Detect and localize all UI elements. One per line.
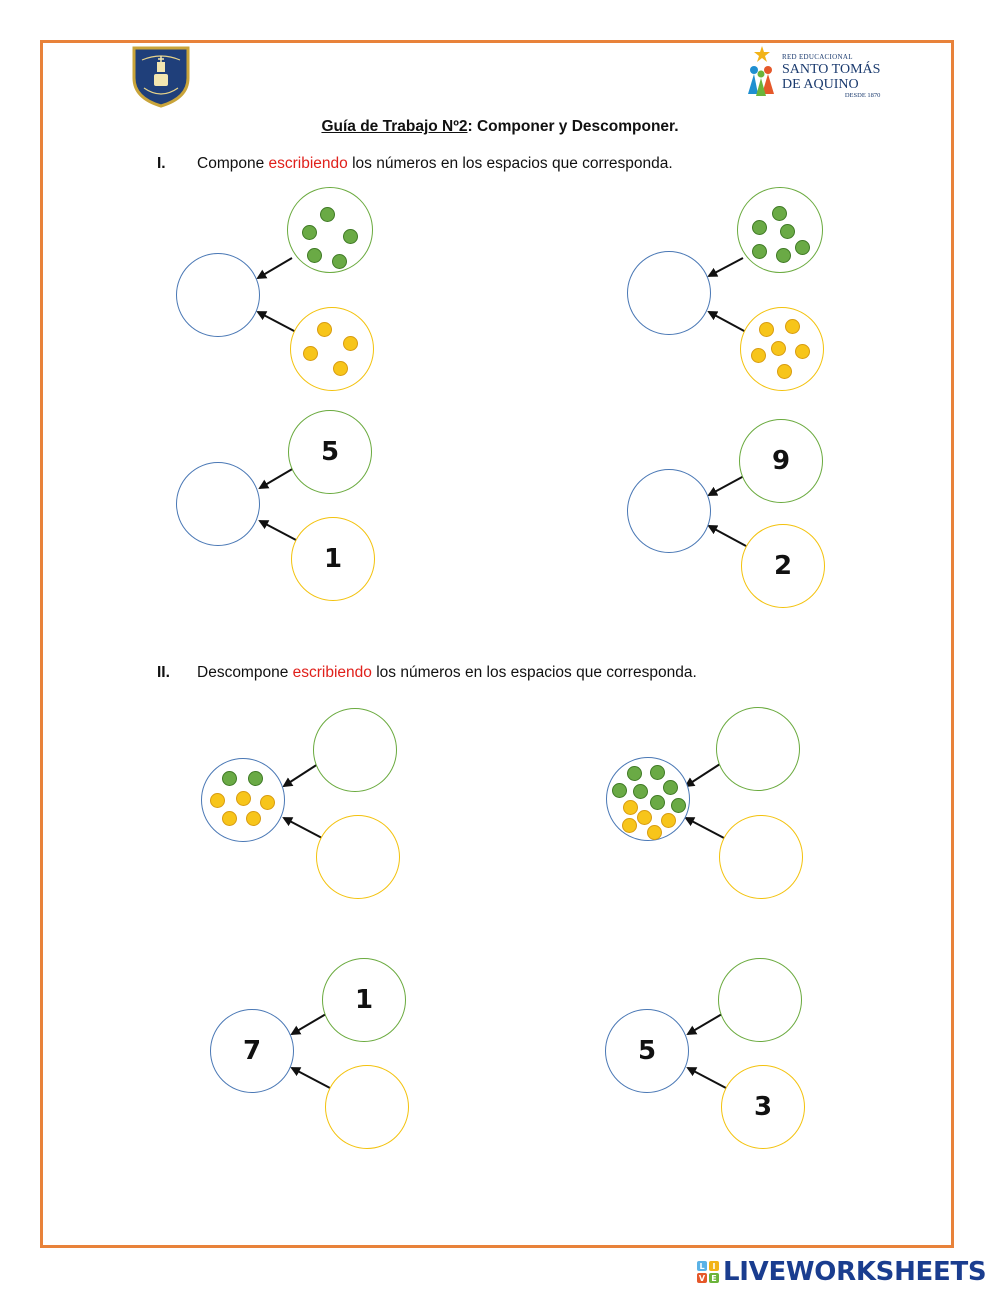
answer-circle-green[interactable] bbox=[313, 708, 397, 792]
section-1-before: Compone bbox=[197, 155, 269, 172]
green-dot bbox=[343, 229, 358, 244]
yellow-dot bbox=[795, 344, 810, 359]
section-1-after: los números en los espacios que correspo… bbox=[347, 155, 673, 172]
yellow-dot bbox=[637, 810, 652, 825]
logo-line2: SANTO TOMÁS bbox=[782, 62, 881, 77]
yellow-dot bbox=[771, 341, 786, 356]
brand-tiles-icon: L I V E bbox=[697, 1261, 719, 1283]
yellow-dot bbox=[236, 791, 251, 806]
answer-circle-yellow[interactable] bbox=[325, 1065, 409, 1149]
answer-circle[interactable] bbox=[627, 469, 711, 553]
yellow-dot bbox=[343, 336, 358, 351]
yellow-dot bbox=[785, 319, 800, 334]
green-dot bbox=[612, 783, 627, 798]
number-circle-green: 9 bbox=[739, 419, 823, 503]
green-dot bbox=[663, 780, 678, 795]
section-1-highlight: escribiendo bbox=[268, 155, 348, 172]
yellow-dot bbox=[222, 811, 237, 826]
green-dot bbox=[671, 798, 686, 813]
yellow-dot bbox=[759, 322, 774, 337]
dots-circle-whole bbox=[201, 758, 285, 842]
yellow-dot bbox=[777, 364, 792, 379]
dots-circle-green bbox=[737, 187, 823, 273]
green-dot bbox=[248, 771, 263, 786]
number-circle-yellow: 3 bbox=[721, 1065, 805, 1149]
dots-circle-whole bbox=[606, 757, 690, 841]
section-1-number: I. bbox=[157, 155, 166, 172]
school-crest-logo bbox=[130, 44, 192, 108]
dots-circle-green bbox=[287, 187, 373, 273]
green-dot bbox=[627, 766, 642, 781]
green-dot bbox=[650, 795, 665, 810]
section-2-before: Descompone bbox=[197, 664, 293, 681]
brand-wordmark: LIVEWORKSHEETS bbox=[723, 1257, 987, 1287]
green-dot bbox=[302, 225, 317, 240]
yellow-dot bbox=[751, 348, 766, 363]
number-circle-green: 5 bbox=[288, 410, 372, 494]
answer-circle[interactable] bbox=[176, 462, 260, 546]
green-dot bbox=[772, 206, 787, 221]
title-underlined: Guía de Trabajo Nº2 bbox=[321, 118, 468, 135]
yellow-dot bbox=[317, 322, 332, 337]
number-circle-green: 1 bbox=[322, 958, 406, 1042]
brand-tile: E bbox=[709, 1273, 719, 1283]
green-dot bbox=[633, 784, 648, 799]
brand-tile: L bbox=[697, 1261, 707, 1271]
yellow-dot bbox=[210, 793, 225, 808]
dots-circle-yellow bbox=[740, 307, 824, 391]
dots-circle-yellow bbox=[290, 307, 374, 391]
green-dot bbox=[780, 224, 795, 239]
answer-circle[interactable] bbox=[627, 251, 711, 335]
yellow-dot bbox=[246, 811, 261, 826]
green-dot bbox=[752, 244, 767, 259]
page-title: Guía de Trabajo Nº2: Componer y Descompo… bbox=[0, 118, 1000, 136]
green-dot bbox=[307, 248, 322, 263]
yellow-dot bbox=[260, 795, 275, 810]
yellow-dot bbox=[333, 361, 348, 376]
green-dot bbox=[795, 240, 810, 255]
title-rest: : Componer y Descomponer. bbox=[467, 118, 679, 135]
green-dot bbox=[776, 248, 791, 263]
section-2-after: los números en los espacios que correspo… bbox=[371, 664, 697, 681]
green-dot bbox=[752, 220, 767, 235]
section-2-number: II. bbox=[157, 664, 170, 681]
yellow-dot bbox=[622, 818, 637, 833]
green-dot bbox=[320, 207, 335, 222]
yellow-dot bbox=[623, 800, 638, 815]
answer-circle-yellow[interactable] bbox=[719, 815, 803, 899]
brand-tile: I bbox=[709, 1261, 719, 1271]
number-circle-yellow: 1 bbox=[291, 517, 375, 601]
answer-circle-green[interactable] bbox=[718, 958, 802, 1042]
green-dot bbox=[332, 254, 347, 269]
yellow-dot bbox=[647, 825, 662, 840]
liveworksheets-brand: L I V E LIVEWORKSHEETS bbox=[697, 1256, 987, 1288]
number-circle-yellow: 2 bbox=[741, 524, 825, 608]
logo-line3: DE AQUINO bbox=[782, 77, 859, 92]
answer-circle-yellow[interactable] bbox=[316, 815, 400, 899]
yellow-dot bbox=[661, 813, 676, 828]
brand-tile: V bbox=[697, 1273, 707, 1283]
page-frame bbox=[40, 40, 954, 1248]
green-dot bbox=[222, 771, 237, 786]
logo-line1: RED EDUCACIONAL bbox=[782, 53, 853, 61]
red-educacional-logo: RED EDUCACIONAL SANTO TOMÁS DE AQUINO DE… bbox=[742, 44, 892, 104]
answer-circle[interactable] bbox=[176, 253, 260, 337]
answer-circle-green[interactable] bbox=[716, 707, 800, 791]
green-dot bbox=[650, 765, 665, 780]
number-circle-whole: 5 bbox=[605, 1009, 689, 1093]
number-circle-whole: 7 bbox=[210, 1009, 294, 1093]
logo-line4: DESDE 1870 bbox=[844, 92, 881, 99]
section-2-highlight: escribiendo bbox=[292, 664, 372, 681]
yellow-dot bbox=[303, 346, 318, 361]
